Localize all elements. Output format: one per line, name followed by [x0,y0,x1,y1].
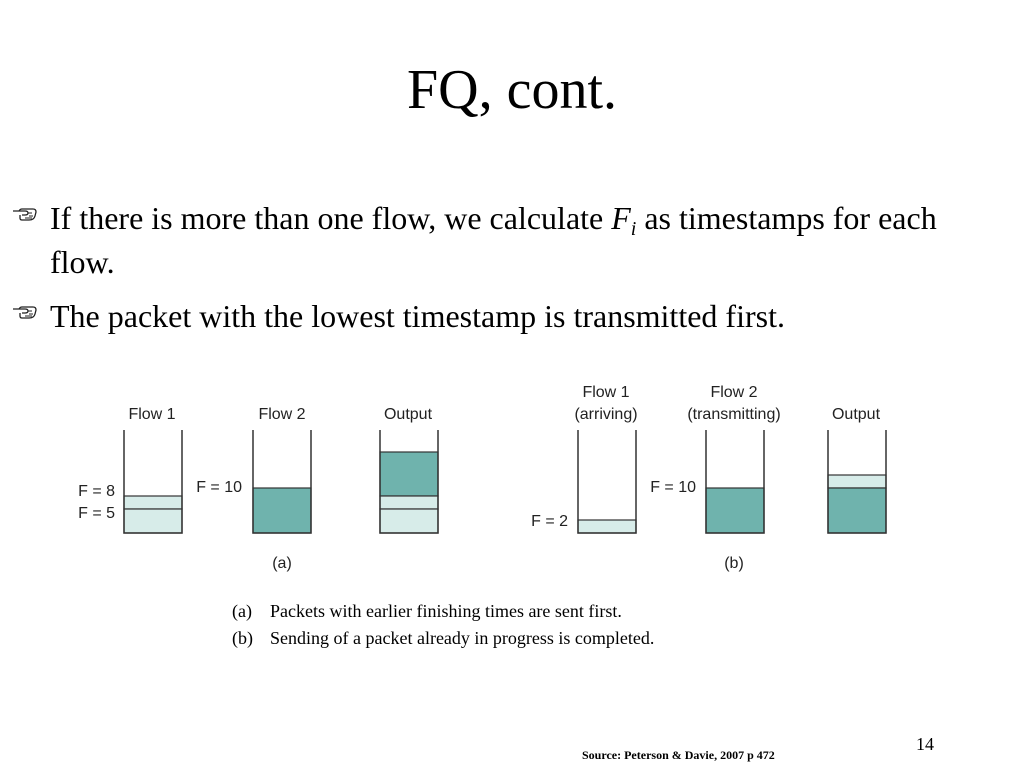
queue-title: Flow 2 [710,384,757,401]
packet-teal [379,451,439,497]
queue-container [379,430,439,534]
bullet-text-1b: as timestamps for each flow. [50,200,937,280]
timestamp-label: F = 10 [196,479,242,496]
packet-teal [705,487,765,534]
packet-teal [827,487,887,534]
caption-line: (a)Packets with earlier finishing times … [232,601,622,621]
packet-light [123,495,183,510]
source-citation: Source: Peterson & Davie, 2007 p 472 [582,748,775,762]
queue-title: Flow 2 [258,406,305,423]
panel-label: (b) [724,555,744,572]
queue-title: Flow 1 [582,384,629,401]
bullet-item: The packet with the lowest timestamp is … [10,294,1000,338]
pointing-hand-icon [13,208,37,221]
caption-line: (b)Sending of a packet already in progre… [232,628,655,648]
variable-f-i: Fi [611,200,637,240]
panel-label: (a) [272,555,292,572]
queue-title: (arriving) [574,406,637,423]
slide-title: FQ, cont. [407,59,617,121]
timestamp-label: F = 8 [78,483,115,500]
queue-title: Flow 1 [128,406,175,423]
page-number: 14 [916,734,934,754]
timestamp-label: F = 10 [650,479,696,496]
queue-container [577,430,637,534]
fq-diagram-svg: Flow 1 Flow 2 Output Flow 1 (arriving) F… [78,384,887,572]
queue-title: Output [384,406,433,423]
queue-container [252,430,312,534]
bullet-item: If there is more than one flow, we calcu… [10,196,1000,284]
packet-light [577,519,637,534]
fq-diagram: Flow 1 Flow 2 Output Flow 1 (arriving) F… [60,372,900,582]
packet-teal [252,487,312,534]
packet-light [379,495,439,510]
pointing-hand-icon [13,306,37,319]
figure-caption: (a)Packets with earlier finishing times … [232,598,654,652]
packet-light [827,474,887,489]
bullet-list: If there is more than one flow, we calcu… [10,196,1000,348]
queue-container [123,430,183,534]
queue-container [827,430,887,534]
bullet-text-1a: If there is more than one flow, we calcu… [50,200,612,236]
packet-light [123,508,183,534]
queue-title: Output [832,406,881,423]
timestamp-label: F = 2 [531,513,568,530]
bullet-text-2: The packet with the lowest timestamp is … [50,298,785,334]
queue-title: (transmitting) [687,406,780,423]
packet-light [379,508,439,534]
timestamp-label: F = 5 [78,505,115,522]
queue-container [705,430,765,534]
